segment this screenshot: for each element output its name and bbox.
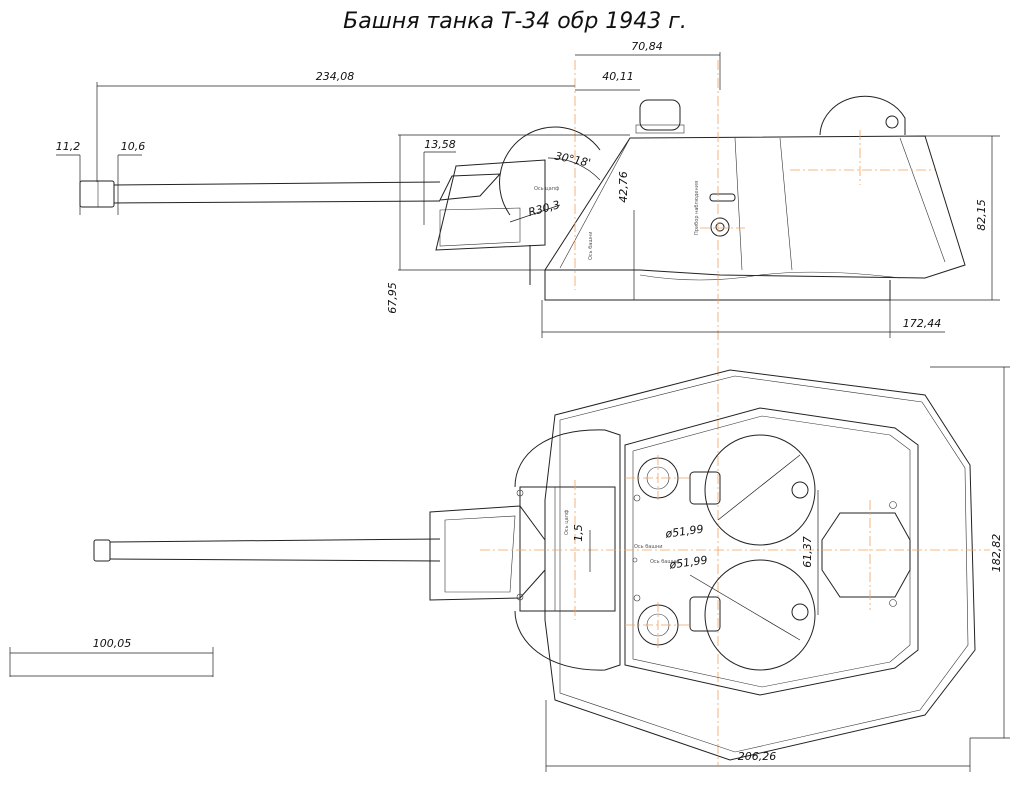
side-mantlet	[435, 126, 601, 285]
top-view: Ось цапф Ось башни Ось башни 1,5 ø51,99 …	[93, 366, 1010, 772]
dim-radius: R30,3	[527, 198, 561, 219]
dim-muzzle-inner: 10,6	[121, 140, 146, 153]
dim-gun-length: 234,08	[316, 70, 355, 83]
axis-label-top: Ось цапф	[564, 510, 570, 535]
dim-gun-height: 67,95	[386, 282, 399, 314]
side-view: Прибор наблюдения Ось цапф Ось башни	[56, 40, 1000, 765]
scale-bar: 100,05	[9, 637, 214, 677]
dim-turret-width: 182,82	[990, 534, 1003, 573]
top-dimension-lines	[545, 366, 1010, 772]
side-turret-body	[544, 135, 966, 301]
axis-label-side: Ось цапф	[534, 186, 559, 192]
side-rear-hatch	[819, 95, 906, 136]
axis-label-top-2: Ось башни	[634, 544, 662, 550]
side-vision-port: Прибор наблюдения	[694, 181, 736, 237]
top-axis-lines	[480, 455, 990, 648]
dim-mantlet-width: 13,58	[424, 138, 456, 151]
dim-hatch-dia-1: ø51,99	[664, 522, 705, 540]
dim-depth-total: 70,84	[631, 40, 663, 53]
top-turret-outline	[544, 369, 976, 761]
dim-top-length: 206,26	[738, 750, 777, 763]
side-gun-barrel	[79, 180, 441, 208]
drawing-title: Башня танка Т-34 обр 1943 г.	[343, 9, 687, 34]
scale-bar-label: 100,05	[93, 637, 132, 650]
top-gun-barrel	[93, 538, 441, 562]
side-marking-label: Прибор наблюдения	[694, 181, 700, 235]
top-bolts	[516, 489, 897, 607]
dim-turret-length: 172,44	[903, 317, 942, 330]
side-dimension-lines	[56, 52, 1000, 338]
dim-hatch-spacing: 61,37	[801, 536, 814, 568]
top-hatch-1	[689, 434, 816, 546]
axis-label-side-2: Ось башни	[588, 232, 594, 260]
dim-hatch-dia-2: ø51,99	[668, 553, 709, 571]
top-hatch-2	[689, 559, 816, 671]
dim-turret-height: 82,15	[975, 199, 988, 231]
side-axis-lines	[574, 60, 935, 765]
top-mantlet	[429, 486, 616, 612]
top-turret-inner	[559, 375, 969, 753]
axis-label-top-3: Ось башни	[650, 559, 678, 565]
dim-muzzle-outer: 11,2	[56, 140, 81, 153]
dim-slot-width: 1,5	[572, 524, 585, 542]
top-rear-vent	[821, 512, 911, 598]
top-roof-plate	[624, 407, 919, 696]
dim-angle: 30°18'	[554, 149, 592, 169]
dim-cupola-offset: 40,11	[602, 70, 634, 83]
dim-pivot-height: 42,76	[617, 171, 630, 203]
side-commander-cupola	[635, 99, 685, 134]
